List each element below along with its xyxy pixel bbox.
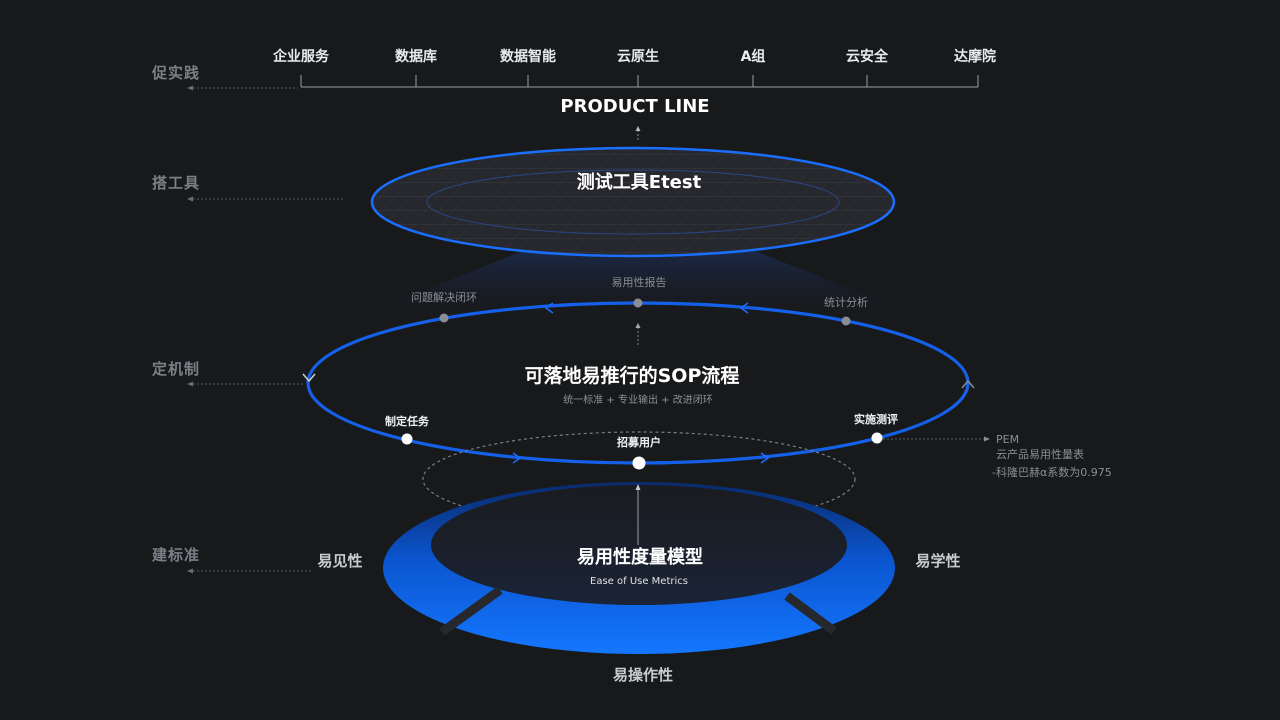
node-recruit [632,456,646,470]
arrow-left-icon [544,302,554,314]
up-arrow-to-product-line [635,126,641,142]
node-close-loop [439,313,449,323]
sop-title: 可落地易推行的SOP流程 [524,365,740,387]
node-label-analysis: 统计分析 [824,296,868,309]
etest-disc [370,146,896,258]
product-label: 达摩院 [954,49,996,65]
label-learnable: 易学性 [915,552,961,570]
product-label: 数据智能 [500,49,556,65]
arrow-down-icon [302,373,316,383]
pem-line1: PEM [996,433,1020,446]
etest-title: 测试工具Etest [576,172,702,193]
label-operable: 易操作性 [612,666,674,684]
pem-leader [883,436,990,442]
pem-line3: -科隆巴赫α系数为0.975 [992,466,1112,479]
up-arrow-to-report [635,323,641,345]
model-subtitle: Ease of Use Metrics [590,576,688,587]
side-label-practice: 促实践 [152,64,201,82]
product-label: 数据库 [395,49,437,65]
node-label-close-loop: 问题解决闭环 [411,291,477,304]
model-title: 易用性度量模型 [577,547,703,568]
sop-subtitle: 统一标准 + 专业输出 + 改进闭环 [563,395,713,406]
arrow-left-icon [739,302,749,314]
arrow-right-icon [760,452,770,464]
product-line-title: PRODUCT LINE [560,96,710,117]
product-line-bracket [300,75,979,88]
node-label-report: 易用性报告 [611,276,667,289]
node-task [401,433,413,445]
ring-direction-arrows [302,302,975,464]
node-analysis [841,316,851,326]
node-label-recruit: 招募用户 [617,436,661,449]
product-label: 企业服务 [273,49,329,65]
arrow-right-icon [512,452,522,464]
arrow-up-icon [961,379,975,389]
up-arrow-to-recruit [635,484,641,545]
metrics-model-ring [383,482,895,654]
side-arrowheads [187,85,193,574]
product-label: A组 [740,49,766,65]
light-cone [330,205,950,328]
product-label: 云安全 [846,49,888,65]
band-divider [439,586,503,636]
side-label-tools: 搭工具 [152,174,201,192]
side-label-standard: 建标准 [152,546,201,564]
side-leader-lines [193,87,345,572]
pem-line2: 云产品易用性量表 [996,448,1084,461]
node-evaluate [871,432,883,444]
node-label-task: 制定任务 [385,415,429,428]
node-report [633,298,643,308]
band-divider [784,592,837,635]
label-visible: 易见性 [317,552,363,570]
product-label: 云原生 [617,49,659,65]
node-label-evaluate: 实施测评 [854,413,898,426]
side-label-mechanism: 定机制 [152,360,201,378]
